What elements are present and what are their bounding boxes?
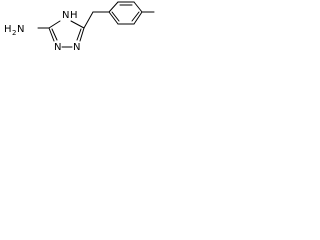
bond-ar-inner-3 — [111, 11, 120, 22]
amine-h-label: H — [4, 24, 12, 35]
ring-n-bottom-left-label: N — [54, 42, 61, 53]
bond-ar6-ar1 — [108, 11, 119, 25]
bond-c5-n1 — [79, 27, 85, 42]
molecule-svg: H 2 N N H N N — [4, 1, 155, 53]
bond-n2-c3-double — [51, 28, 58, 41]
ring-nh-n-label: N — [62, 10, 69, 21]
ring-nh-h-label: H — [70, 10, 78, 21]
bond-ar1-ar2 — [108, 1, 119, 13]
bond-ar4-ar5 — [133, 11, 143, 25]
bond-c5-n1-double — [76, 28, 82, 41]
bond-n2-c3 — [48, 27, 55, 42]
bond-ar-inner-2 — [131, 11, 140, 22]
molecule-structure: H 2 N N H N N — [0, 0, 158, 59]
amine-subscript-label: 2 — [12, 29, 16, 37]
bond-ar3-ar4 — [133, 1, 143, 13]
ring-n-bottom-right-label: N — [73, 42, 80, 53]
amine-n-label: N — [17, 24, 24, 35]
bond-n4-c5 — [70, 20, 85, 29]
bond-c5-ch2 — [83, 11, 94, 29]
bond-c3-n4 — [48, 20, 61, 29]
